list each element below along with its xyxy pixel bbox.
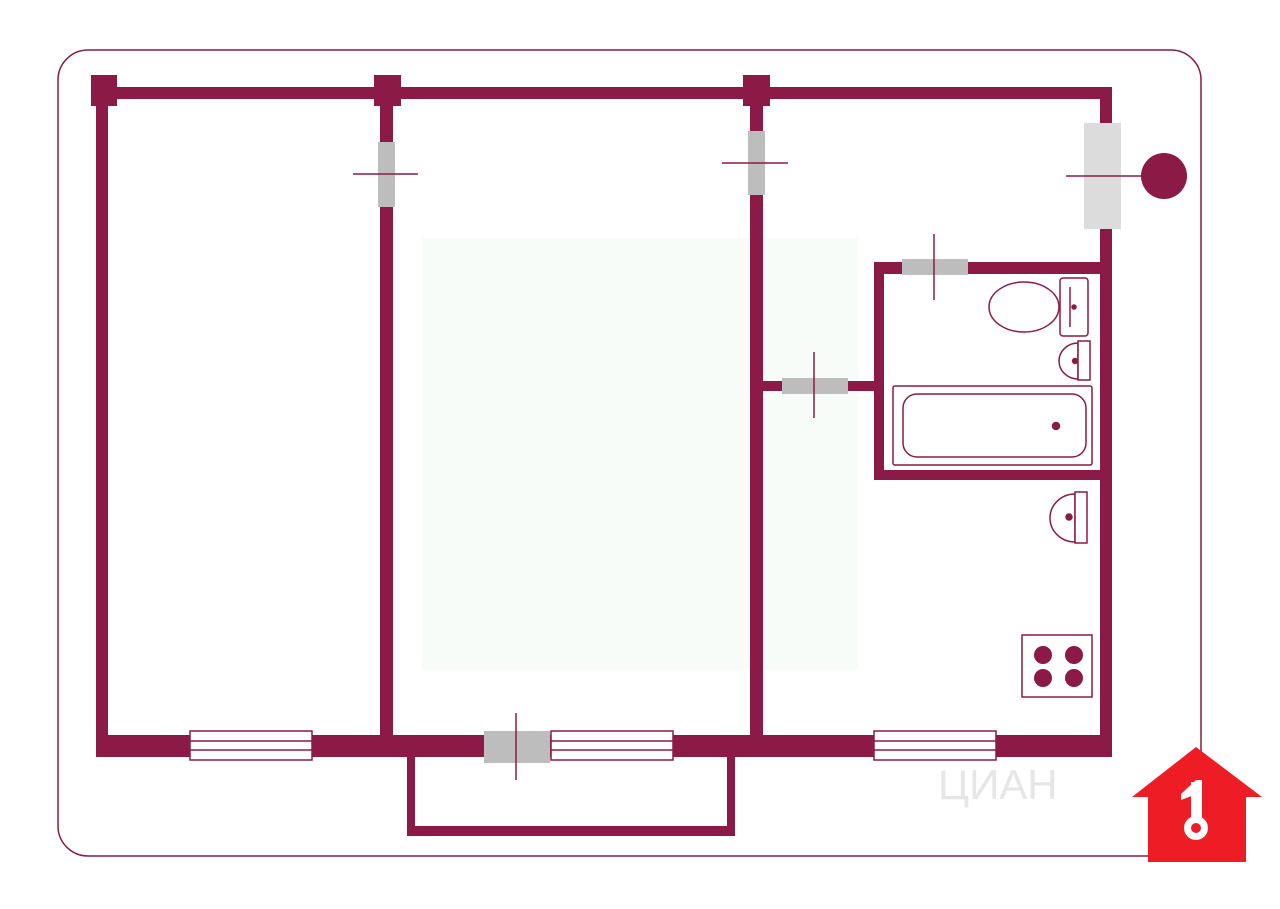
door-balcony [484, 731, 550, 763]
door-hall [782, 378, 848, 394]
walls [91, 75, 1112, 836]
toilet-icon [988, 277, 1089, 337]
watermark-text: ЦИАН [938, 761, 1058, 808]
bathtub-icon [892, 385, 1093, 466]
sink-icon [1058, 340, 1091, 381]
window-middle-room [550, 730, 674, 761]
pale-overlay [422, 238, 858, 670]
watermark-logo-icon [1132, 747, 1262, 862]
windows [189, 730, 997, 761]
window-kitchen [873, 730, 997, 761]
door-bathroom [902, 259, 968, 275]
entrance-marker-icon [1141, 153, 1187, 199]
door-axes [353, 162, 1146, 780]
kitchen-sink-icon [1049, 491, 1088, 544]
plan-frame [57, 49, 1202, 857]
stove-icon [1021, 634, 1093, 698]
window-left-room [189, 730, 313, 761]
